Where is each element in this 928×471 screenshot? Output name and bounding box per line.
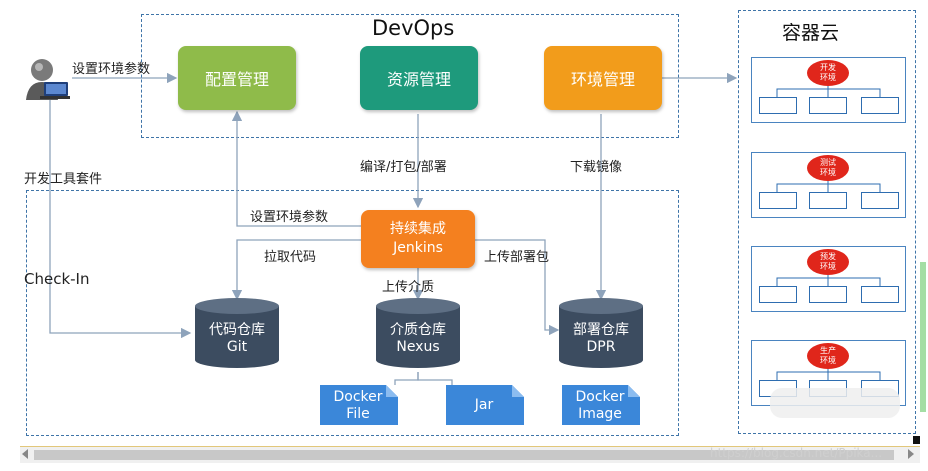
dpr-repo-line2: DPR	[586, 339, 616, 355]
scrollbar-thumb[interactable]	[34, 450, 894, 460]
env-dev-node	[809, 97, 847, 114]
nexus-repo-line2: Nexus	[396, 339, 440, 355]
env-dev-node	[861, 97, 899, 114]
env-staging-line1: 预发	[820, 252, 836, 261]
jenkins-line1: 持续集成	[390, 221, 446, 237]
devops-container	[141, 14, 679, 138]
env-test-node	[759, 192, 797, 209]
docker-image-label: Docker Image	[562, 389, 638, 423]
env-staging-node	[759, 286, 797, 303]
label-checkin: Check-In	[24, 270, 90, 288]
env-tag-prod: 生产 环境	[807, 343, 849, 369]
env-prod-line1: 生产	[820, 346, 836, 355]
dockerfile-label: Docker File	[320, 389, 396, 423]
config-management-box: 配置管理	[178, 46, 296, 110]
resource-management-label: 资源管理	[386, 70, 451, 89]
environment-management-label: 环境管理	[570, 70, 635, 89]
dpr-repo-label: 部署仓库 DPR	[559, 322, 643, 356]
env-staging-line2: 环境	[820, 262, 836, 271]
env-dev-line2: 环境	[820, 73, 836, 82]
edge-accent	[920, 262, 926, 412]
jar-line1: Jar	[474, 397, 494, 413]
env-tag-dev: 开发 环境	[807, 60, 849, 86]
env-test-line2: 环境	[820, 168, 836, 177]
scroll-right-arrow[interactable]	[908, 449, 914, 459]
ci-container	[26, 190, 679, 436]
user-icon	[24, 56, 70, 100]
dockerfile-line1: Docker	[333, 389, 383, 405]
git-repo-line1: 代码仓库	[209, 322, 265, 338]
jenkins-line2: Jenkins	[393, 240, 443, 256]
config-management-label: 配置管理	[204, 70, 269, 89]
dpr-repo-line1: 部署仓库	[573, 322, 629, 338]
corner-marker	[913, 436, 920, 444]
dockerfile-line2: File	[346, 406, 370, 422]
label-upload-package: 上传部署包	[484, 250, 550, 265]
nexus-repo-label: 介质仓库 Nexus	[376, 322, 460, 356]
nexus-cylinder	[376, 306, 460, 368]
jar-shape	[446, 385, 524, 425]
label-compile: 编译/打包/部署	[360, 160, 447, 175]
env-test-node	[861, 192, 899, 209]
label-dev-tools: 开发工具套件	[24, 172, 103, 187]
watermark: https://blog.csdn.net/Ppika...	[710, 446, 883, 460]
env-test-line1: 测试	[820, 158, 836, 167]
devops-title: DevOps	[372, 16, 455, 40]
jenkins-box: 持续集成 Jenkins	[361, 210, 475, 268]
dockerfile-shape	[320, 385, 398, 425]
git-repo-label: 代码仓库 Git	[195, 322, 279, 356]
horizontal-scrollbar[interactable]	[20, 446, 920, 463]
docker-image-shape	[562, 385, 640, 425]
jar-label: Jar	[446, 397, 522, 414]
env-prod-line2: 环境	[820, 356, 836, 365]
nexus-repo-line1: 介质仓库	[390, 322, 446, 338]
docker-image-line1: Docker	[575, 389, 625, 405]
dpr-cylinder	[559, 306, 643, 368]
env-dev-line1: 开发	[820, 63, 836, 72]
label-set-params-top: 设置环境参数	[72, 62, 151, 77]
label-set-params-ci: 设置环境参数	[250, 210, 329, 225]
docker-image-line2: Image	[578, 406, 622, 422]
container-cloud-title: 容器云	[782, 22, 840, 44]
container-cloud-panel	[738, 10, 916, 434]
env-staging-node	[809, 286, 847, 303]
resource-management-box: 资源管理	[360, 46, 478, 110]
env-dev-node	[759, 97, 797, 114]
scroll-left-arrow[interactable]	[22, 449, 28, 459]
blur-overlay	[770, 388, 900, 418]
git-repo-line2: Git	[226, 339, 248, 355]
env-staging-node	[861, 286, 899, 303]
environment-management-box: 环境管理	[544, 46, 662, 110]
git-cylinder	[195, 306, 279, 368]
label-download-image: 下载镜像	[570, 160, 623, 175]
label-upload-media: 上传介质	[382, 280, 435, 295]
env-test-node	[809, 192, 847, 209]
label-pull-code: 拉取代码	[264, 250, 317, 265]
env-tag-test: 测试 环境	[807, 155, 849, 181]
env-tag-staging: 预发 环境	[807, 249, 849, 275]
